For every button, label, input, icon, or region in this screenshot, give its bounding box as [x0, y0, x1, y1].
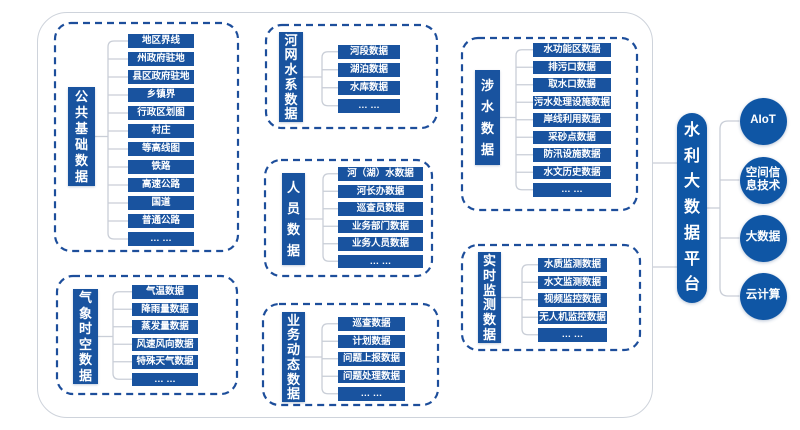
- group-label-6: 业务动态数据: [282, 312, 305, 402]
- data-item: 高速公路: [128, 178, 194, 192]
- data-item: 降雨量数据: [132, 302, 198, 316]
- data-item: 巡查员数据: [338, 202, 423, 216]
- data-item: 特殊天气数据: [132, 355, 198, 369]
- group-label-4: 人员数据: [282, 173, 305, 265]
- data-item: 河（湖）水数据: [338, 167, 423, 181]
- group-label-3: 涉水数据: [475, 70, 500, 165]
- data-item: 无人机监控数据: [538, 310, 607, 324]
- data-item: 湖泊数据: [338, 63, 400, 77]
- tech-label: 大数据: [745, 231, 781, 244]
- data-item: 水文监测数据: [538, 275, 607, 289]
- data-item: 问题上报数据: [338, 352, 405, 366]
- tech-circle-3: 大数据: [739, 214, 787, 262]
- data-item: … …: [338, 387, 405, 401]
- data-item: 岸线利用数据: [533, 113, 611, 127]
- data-item: 防汛设施数据: [533, 148, 611, 162]
- data-item: 水库数据: [338, 81, 400, 95]
- data-item: 地区界线: [128, 34, 194, 48]
- tech-label: 空间信息技术: [745, 166, 781, 192]
- data-item: 村庄: [128, 124, 194, 138]
- tech-circle-1: AIoT: [739, 97, 787, 145]
- data-item: 蒸发量数据: [132, 320, 198, 334]
- data-item: 水文历史数据: [533, 165, 611, 179]
- data-item: 水功能区数据: [533, 43, 611, 57]
- data-item: 业务人员数据: [338, 237, 423, 251]
- data-item: 等高线图: [128, 142, 194, 156]
- data-item: 取水口数据: [533, 78, 611, 92]
- tech-circle-4: 云计算: [739, 272, 787, 320]
- data-item: 采砂点数据: [533, 130, 611, 144]
- data-item: 巡查数据: [338, 317, 405, 331]
- platform-pill: 水利大数据平台: [677, 113, 707, 303]
- data-item: 气温数据: [132, 285, 198, 299]
- data-item: 风速风向数据: [132, 337, 198, 351]
- data-item: 乡镇界: [128, 88, 194, 102]
- group-label-2: 河网水系数据: [279, 32, 303, 122]
- data-item: … …: [128, 232, 194, 246]
- data-item: 河段数据: [338, 45, 400, 59]
- data-item: 问题处理数据: [338, 369, 405, 383]
- tech-label: AIoT: [750, 114, 776, 127]
- data-item: 河长办数据: [338, 184, 423, 198]
- data-item: 州政府驻地: [128, 52, 194, 66]
- data-item: 普通公路: [128, 214, 194, 228]
- data-item: 水质监测数据: [538, 258, 607, 272]
- tech-label: 云计算: [745, 289, 781, 302]
- tech-circle-2: 空间信息技术: [739, 156, 787, 204]
- group-label-7: 实时监测数据: [478, 252, 501, 343]
- data-item: 视频监控数据: [538, 293, 607, 307]
- data-item: 业务部门数据: [338, 219, 423, 233]
- data-item: … …: [538, 328, 607, 342]
- data-item: 铁路: [128, 160, 194, 174]
- data-item: … …: [533, 183, 611, 197]
- data-item: … …: [338, 99, 400, 113]
- data-item: 污水处理设施数据: [533, 95, 611, 109]
- data-item: 计划数据: [338, 334, 405, 348]
- data-item: 排污口数据: [533, 60, 611, 74]
- group-label-5: 气象时空数据: [73, 289, 98, 384]
- group-label-1: 公共基础数据: [68, 87, 95, 186]
- data-item: 县区政府驻地: [128, 70, 194, 84]
- data-item: 国道: [128, 196, 194, 210]
- data-item: 行政区划图: [128, 106, 194, 120]
- data-item: … …: [338, 254, 423, 268]
- data-item: … …: [132, 372, 198, 386]
